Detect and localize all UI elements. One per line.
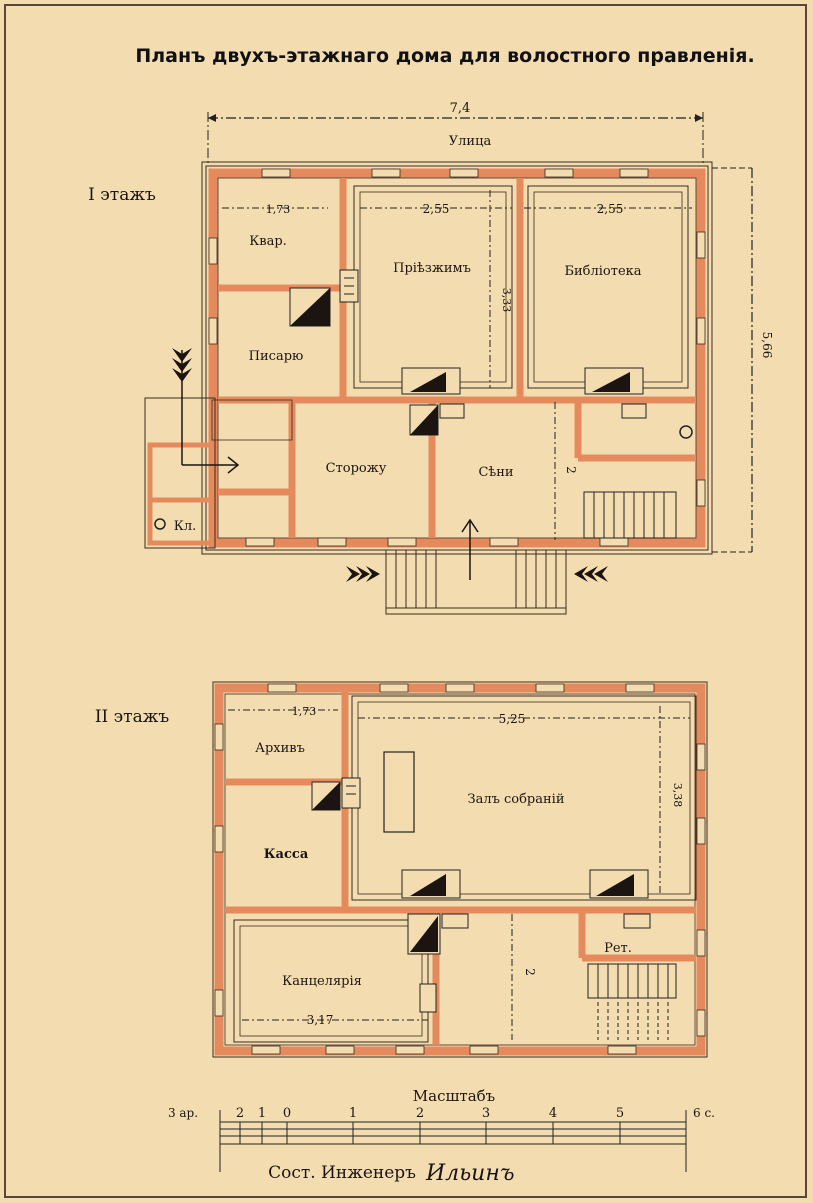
staircase bbox=[587, 963, 677, 1040]
kantselyariya-outline-inner bbox=[239, 925, 423, 1037]
stove-icon bbox=[311, 777, 361, 811]
room-kl-label: Кл. bbox=[174, 519, 196, 534]
scale-tick-label: 1 bbox=[349, 1106, 357, 1121]
stove-icon bbox=[589, 869, 649, 899]
porch-steps bbox=[385, 549, 567, 615]
stove-icon bbox=[401, 367, 461, 395]
room-kantselyariya-label: Канцелярія bbox=[282, 974, 362, 989]
assembly-table bbox=[383, 751, 415, 833]
street-label: Улица bbox=[449, 134, 492, 149]
priezzhim-outline bbox=[353, 185, 513, 389]
room-zal-label: Залъ собраній bbox=[467, 792, 564, 807]
scale-left-unit: 3 ар. bbox=[168, 1106, 198, 1120]
stair-depth-label: 2 bbox=[523, 968, 537, 976]
biblioteka-outline-inner bbox=[533, 191, 683, 383]
room-storozhu-label: Сторожу bbox=[326, 461, 387, 476]
stove-icon bbox=[409, 403, 647, 436]
scale-tick-label: 1 bbox=[258, 1106, 266, 1121]
scale-tick-label: 5 bbox=[616, 1106, 624, 1121]
outer-wall-inner-line bbox=[224, 693, 696, 1046]
scale-ruler bbox=[219, 1121, 687, 1145]
arrowhead bbox=[695, 114, 703, 122]
outer-wall-line bbox=[201, 161, 713, 555]
room-kvar-label: Квар. bbox=[249, 234, 287, 249]
stove-icon bbox=[401, 869, 461, 899]
outer-wall-line bbox=[212, 681, 708, 1058]
zal-depth-label: 3,38 bbox=[671, 783, 684, 808]
windows-side bbox=[214, 723, 706, 1037]
scale-tick-label: 4 bbox=[549, 1106, 557, 1121]
room-biblioteka-label: Библіотека bbox=[564, 264, 641, 279]
stove-icon bbox=[407, 913, 651, 1013]
room-ret-label: Рет. bbox=[604, 941, 632, 956]
scale-tick-label: 0 bbox=[283, 1106, 291, 1121]
room-pisaryu-label: Писарю bbox=[249, 349, 304, 364]
kantselyariya-width-label: 3,17 bbox=[307, 1013, 334, 1027]
floor-2-label: II этажъ bbox=[95, 707, 170, 727]
staircase bbox=[583, 491, 677, 539]
windows-top bbox=[261, 168, 649, 178]
priezzhim-depth-label: 3,33 bbox=[500, 288, 513, 313]
windows-bottom bbox=[251, 1045, 637, 1055]
closet-stove-icon bbox=[154, 518, 166, 530]
windows-bottom bbox=[245, 537, 629, 547]
outer-wall-line bbox=[205, 165, 709, 551]
room-seni-label: Сѣни bbox=[478, 465, 513, 480]
interior-dimensions bbox=[228, 706, 690, 1040]
author-signature: Ильинъ bbox=[425, 1161, 515, 1186]
floor-2-plan: 1,73 5,25 3,38 3,17 2 Архивъ Касса Залъ … bbox=[95, 681, 708, 1058]
floor-1-plan: 7,4 Улица 5,66 bbox=[88, 101, 774, 615]
windows-top bbox=[267, 683, 655, 693]
scale-bar: Масштабъ 3 ар. 6 с. 2 1 0 1 2 3 4 5 bbox=[168, 1087, 715, 1172]
windows-side bbox=[208, 231, 706, 507]
stove-icon bbox=[289, 269, 359, 327]
floor-1-annex bbox=[144, 397, 293, 549]
floor-1-label: I этажъ bbox=[88, 185, 156, 205]
kantselyariya-outline bbox=[233, 919, 429, 1043]
stove-icon bbox=[584, 367, 644, 395]
priezzhim-width-label: 2,55 bbox=[423, 202, 450, 216]
zal-width-label: 5,25 bbox=[499, 712, 526, 726]
interior-dimensions bbox=[222, 190, 692, 540]
scale-title: Масштабъ bbox=[413, 1087, 495, 1105]
outer-wall-inner-line bbox=[217, 177, 697, 539]
scale-tick-label: 2 bbox=[236, 1106, 244, 1121]
overall-width-label: 7,4 bbox=[450, 101, 471, 116]
biblioteka-width-label: 2,55 bbox=[597, 202, 624, 216]
arkhiv-width-label: 1,73 bbox=[292, 705, 317, 718]
room-kassa-label: Касса bbox=[264, 847, 309, 862]
sheet-border bbox=[4, 4, 807, 1198]
plan-title: Планъ двухъ-этажнаго дома для волостного… bbox=[135, 45, 754, 67]
entrance-feather-arrow-icon bbox=[172, 348, 608, 582]
scale-right-unit: 6 с. bbox=[693, 1106, 715, 1120]
author-prefix: Сост. Инженеръ bbox=[268, 1163, 416, 1183]
scale-tick-label: 2 bbox=[416, 1106, 424, 1121]
biblioteka-outline bbox=[527, 185, 689, 389]
room-arkhiv-label: Архивъ bbox=[255, 741, 305, 756]
priezzhim-outline-inner bbox=[359, 191, 507, 383]
seni-depth-label: 2 bbox=[564, 466, 578, 474]
well-icon bbox=[679, 425, 693, 439]
room-priezzhim-label: Пріѣзжимъ bbox=[393, 261, 471, 276]
scale-tick-label: 3 bbox=[482, 1106, 490, 1121]
scale-ruler-ticks bbox=[239, 1122, 621, 1144]
depth-label: 5,66 bbox=[760, 332, 774, 359]
arrowhead bbox=[208, 114, 216, 122]
kvar-width-label: 1,73 bbox=[266, 203, 291, 216]
